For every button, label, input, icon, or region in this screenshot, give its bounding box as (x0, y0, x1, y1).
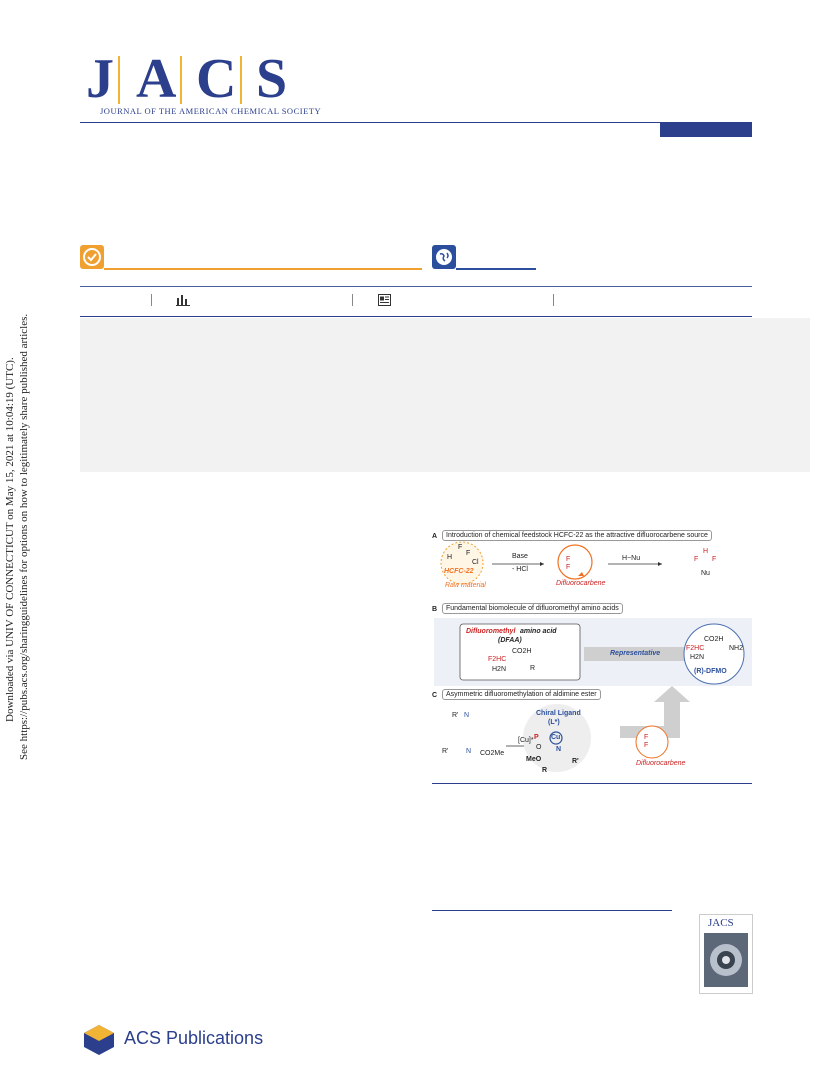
atom-n: N (556, 746, 562, 753)
header-rule (80, 122, 752, 123)
catalyst-label: [Cu]* (518, 737, 534, 744)
meo-group: MeO (526, 756, 542, 763)
minus-hcl-label: - HCl (512, 566, 528, 573)
atom-cu: Cu (551, 734, 561, 741)
chiral-ligand-abbr: (L*) (548, 719, 560, 726)
panel-a-label: A (432, 533, 438, 540)
panel-b-label: B (432, 606, 438, 613)
bar-chart-icon (176, 295, 190, 306)
panel-c-label: C (432, 692, 438, 699)
panel-b-title: Fundamental biomolecule of difluoromethy… (442, 603, 623, 614)
metrics-rule (80, 286, 752, 287)
logo-divider (118, 56, 120, 104)
article-recommendations-icon (378, 294, 391, 306)
atom-f: F (458, 544, 463, 551)
atom-n: N (466, 748, 472, 755)
metrics-link[interactable] (176, 293, 190, 311)
logo-letter-j: J (86, 48, 114, 110)
journal-subtitle: JOURNAL OF THE AMERICAN CHEMICAL SOCIETY (100, 106, 322, 116)
article-type-tab (660, 123, 752, 137)
panel-c-title: Asymmetric difluoromethylation of aldimi… (442, 689, 601, 700)
atom-o: O (536, 744, 542, 751)
check-circle-icon (83, 248, 101, 266)
atom-p: P (534, 734, 539, 741)
badge-underline (456, 268, 536, 270)
r-prime-label: R' (442, 748, 449, 755)
abstract-box (80, 318, 810, 472)
logo-divider (180, 56, 182, 104)
base-label: Base (512, 553, 528, 560)
atom-h: H (703, 548, 709, 555)
atom-n: N (464, 712, 470, 719)
logo-letter-a: A (136, 48, 177, 110)
metrics-separator (352, 294, 353, 306)
figure-graphics (434, 541, 752, 772)
atom-cl: Cl (472, 559, 479, 566)
raw-material-label: Raw material (445, 582, 486, 589)
nucleophile-label: H−Nu (622, 555, 641, 562)
r-group: R (530, 665, 536, 672)
atom-f: F (644, 734, 649, 741)
panel-a-title: Introduction of chemical feedstock HCFC-… (442, 530, 712, 541)
dfaa-title-highlight: Difluoromethyl (466, 628, 516, 635)
article-recommendations-link[interactable] (378, 293, 391, 311)
journal-cover-thumbnail[interactable]: JACS (699, 914, 753, 994)
chiral-ligand-label: Chiral Ligand (536, 710, 581, 717)
co2me-group: CO2Me (480, 750, 505, 757)
metrics-separator (151, 294, 152, 306)
atom-f: F (712, 556, 717, 563)
difluorocarbene-label: Difluorocarbene (636, 760, 686, 767)
dfmo-label: (R)-DFMO (694, 668, 727, 675)
difluorocarbene-label: Difluorocarbene (556, 580, 606, 587)
dfaa-abbreviation: (DFAA) (498, 637, 522, 644)
dfmo-h2n: H2N (690, 654, 705, 661)
dfmo-f2hc: F2HC (686, 645, 705, 652)
globe-icon (436, 249, 452, 265)
acs-hexagon-icon (84, 1025, 114, 1055)
r-group: R (542, 767, 548, 774)
logo-divider (240, 56, 242, 104)
cover-title: JACS (708, 917, 734, 929)
r-prime-label: R' (452, 712, 459, 719)
acs-publications-logo[interactable]: ACS Publications (80, 1022, 264, 1056)
abstract-rule (80, 316, 752, 317)
h2n-group: H2N (492, 666, 507, 673)
dfaa-title: amino acid (520, 628, 557, 635)
footnote-rule (432, 910, 672, 911)
badge-underline (104, 268, 422, 270)
atom-f: F (566, 564, 571, 571)
metrics-separator (553, 294, 554, 306)
dfmo-co2h: CO2H (704, 636, 724, 643)
globe-badge[interactable] (432, 245, 456, 269)
r-prime-label: R' (572, 758, 579, 765)
open-access-badge[interactable] (80, 245, 104, 269)
atom-f: F (566, 556, 571, 563)
download-notice: Downloaded via UNIV OF CONNECTICUT on Ma… (4, 357, 16, 722)
product-nu: Nu (701, 570, 710, 577)
logo-letter-c: C (196, 48, 237, 110)
f2hc-group: F2HC (488, 656, 507, 663)
hcfc-22-label: HCFC-22 (444, 568, 474, 575)
representative-label: Representative (610, 650, 661, 657)
sharing-guidelines-notice[interactable]: See https://pubs.acs.org/sharingguidelin… (18, 313, 30, 760)
atom-f: F (466, 550, 471, 557)
toc-figure: A Introduction of chemical feedstock HCF… (432, 526, 754, 778)
atom-h: H (447, 554, 453, 561)
cover-artwork (704, 933, 748, 987)
dfmo-nh2: NH2 (729, 645, 744, 652)
co2h-group: CO2H (512, 648, 532, 655)
publisher-name: ACS Publications (124, 1028, 264, 1048)
atom-f: F (694, 556, 699, 563)
figure-rule (432, 783, 752, 784)
journal-logo: J A C S JOURNAL OF THE AMERICAN CHEMICAL… (80, 48, 321, 118)
logo-letter-s: S (256, 48, 288, 110)
atom-f: F (644, 742, 649, 749)
